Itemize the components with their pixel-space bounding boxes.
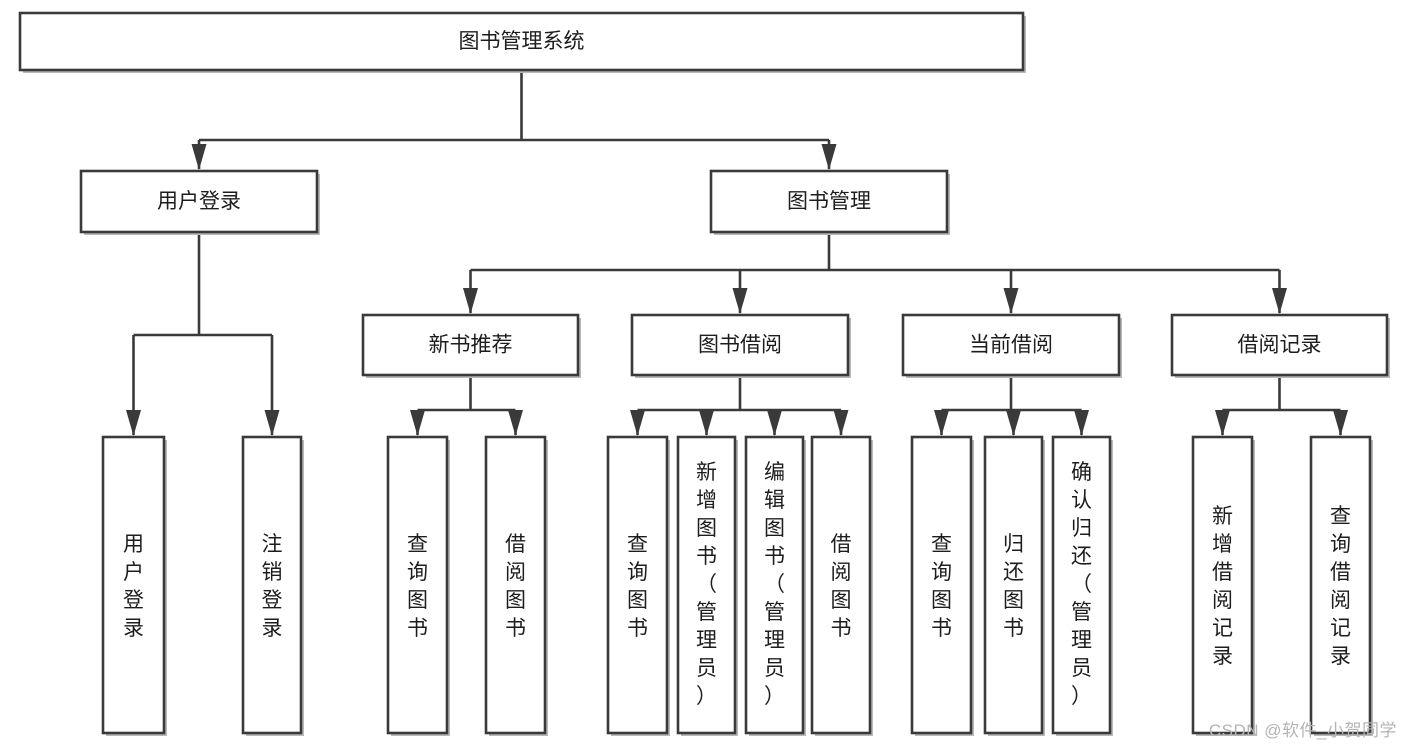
- node-rect[interactable]: [910, 435, 973, 735]
- node-rect[interactable]: [709, 169, 949, 234]
- node-query-book-1[interactable]: 查询图书: [386, 435, 450, 736]
- node-label: 新增借阅记录: [1212, 505, 1233, 668]
- node-edit-book[interactable]: 编辑图书（管理员）: [744, 435, 806, 736]
- node-borrow-records[interactable]: 借阅记录: [1170, 313, 1390, 378]
- node-rect[interactable]: [18, 11, 1025, 72]
- node-label: 归还图书: [1003, 533, 1024, 640]
- node-label: 图书管理系统: [459, 30, 585, 53]
- node-rect[interactable]: [1191, 435, 1254, 735]
- node-query-book-2[interactable]: 查询图书: [606, 435, 670, 736]
- node-label: 确认归还（管理员）: [1071, 461, 1092, 708]
- node-label: 用户登录: [157, 190, 241, 213]
- node-rect[interactable]: [810, 435, 872, 735]
- node-label: 借阅图书: [831, 533, 852, 640]
- node-rect[interactable]: [630, 313, 850, 377]
- node-user-login[interactable]: 用户登录: [79, 169, 320, 235]
- node-label: 借阅记录: [1238, 334, 1322, 357]
- node-label: 用户登录: [123, 533, 144, 640]
- node-rect[interactable]: [361, 313, 580, 377]
- node-label: 新增图书（管理员）: [696, 461, 717, 708]
- node-label: 查询图书: [627, 533, 648, 640]
- node-add-borrow-record[interactable]: 新增借阅记录: [1191, 435, 1255, 736]
- node-rect[interactable]: [983, 435, 1044, 735]
- node-query-borrow-record[interactable]: 查询借阅记录: [1309, 435, 1373, 736]
- node-rect[interactable]: [676, 435, 737, 735]
- node-rect[interactable]: [241, 435, 303, 735]
- node-user-login-do[interactable]: 用户登录: [101, 435, 167, 736]
- node-label: 查询图书: [931, 533, 952, 640]
- node-label: 查询图书: [407, 533, 428, 640]
- node-label: 借阅图书: [505, 533, 526, 640]
- node-label: 当前借阅: [969, 334, 1053, 357]
- connector-lines: [126, 70, 1348, 436]
- node-rect[interactable]: [101, 435, 166, 735]
- node-book-borrow[interactable]: 图书借阅: [630, 313, 851, 378]
- node-borrow-book-1[interactable]: 借阅图书: [484, 435, 548, 736]
- node-label: 新书推荐: [429, 334, 513, 357]
- node-rect[interactable]: [744, 435, 805, 735]
- node-rect[interactable]: [386, 435, 449, 735]
- node-rect[interactable]: [79, 169, 319, 234]
- node-label: 图书管理: [787, 190, 871, 213]
- node-rect[interactable]: [484, 435, 547, 735]
- node-add-book[interactable]: 新增图书（管理员）: [676, 435, 738, 736]
- node-return-book[interactable]: 归还图书: [983, 435, 1045, 736]
- node-user-logout[interactable]: 注销登录: [241, 435, 304, 736]
- node-book-manage[interactable]: 图书管理: [709, 169, 950, 235]
- node-rect[interactable]: [1051, 435, 1112, 735]
- node-label: 查询借阅记录: [1330, 505, 1351, 668]
- node-rect[interactable]: [606, 435, 669, 735]
- node-rect[interactable]: [1309, 435, 1372, 735]
- node-label: 注销登录: [262, 533, 283, 640]
- node-borrow-book-2[interactable]: 借阅图书: [810, 435, 873, 736]
- node-root[interactable]: 图书管理系统: [18, 11, 1026, 73]
- node-new-book-recommend[interactable]: 新书推荐: [361, 313, 581, 378]
- node-label: 编辑图书（管理员）: [764, 461, 785, 708]
- node-confirm-return[interactable]: 确认归还（管理员）: [1051, 435, 1113, 736]
- node-label: 图书借阅: [698, 334, 782, 357]
- node-query-book-3[interactable]: 查询图书: [910, 435, 974, 736]
- node-current-borrow[interactable]: 当前借阅: [901, 313, 1122, 378]
- node-rect[interactable]: [901, 313, 1121, 377]
- node-boxes: 图书管理系统用户登录用户登录注销登录图书管理新书推荐查询图书借阅图书图书借阅查询…: [18, 11, 1390, 736]
- node-rect[interactable]: [1170, 313, 1389, 377]
